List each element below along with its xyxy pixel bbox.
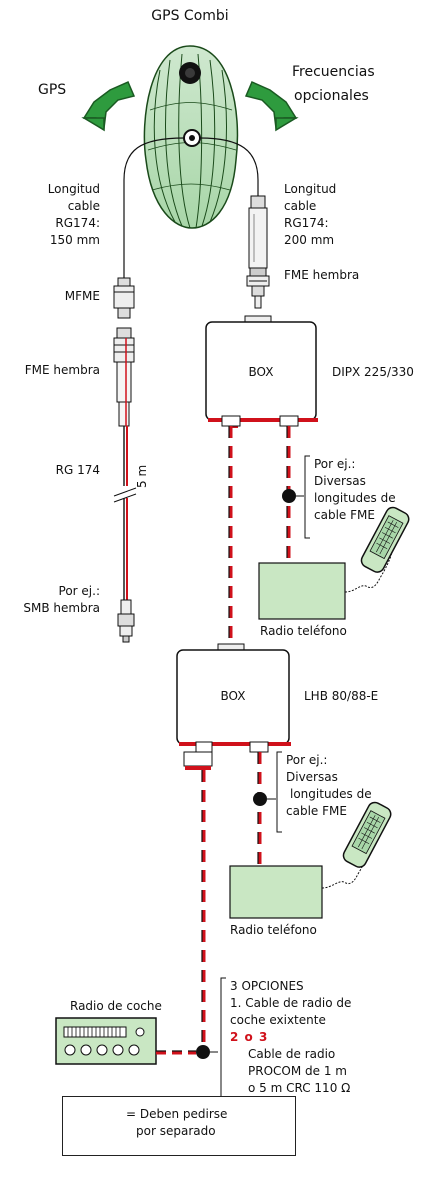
options-l1: 3 OPCIONES — [230, 979, 304, 993]
options-l6: PROCOM de 1 m — [248, 1064, 347, 1078]
box1-note-l1: Por ej.: — [314, 457, 356, 471]
options-l3: coche exixtente — [230, 1013, 326, 1027]
box1-label: BOX — [248, 365, 274, 379]
left-length-l1: Longitud — [47, 182, 100, 196]
radio-telefono-2 — [229, 865, 323, 919]
rg174-label: RG 174 — [55, 463, 100, 477]
right-fme-connector — [246, 195, 270, 309]
right-length-l2: cable — [284, 199, 317, 213]
telephone-handset-icon — [360, 506, 410, 573]
diagram-title: GPS Combi — [151, 8, 229, 24]
legend-box — [62, 1096, 296, 1156]
right-length-l1: Longitud — [284, 182, 337, 196]
smb-l1: Por ej.: — [58, 584, 100, 598]
box2-label: BOX — [220, 689, 246, 703]
box2-note-l4: cable FME — [286, 804, 347, 818]
frequencies-label-1: Frecuencias — [292, 64, 375, 80]
mfme-label: MFME — [64, 289, 100, 303]
box1-note-l3: longitudes de — [314, 491, 396, 505]
box2-radio-label: Radio teléfono — [230, 923, 317, 937]
options-l2: 1. Cable de radio de — [230, 996, 352, 1010]
legend-l2: por separado — [136, 1124, 216, 1138]
smb-l2: SMB hembra — [23, 601, 100, 615]
left-length-l4: 150 mm — [49, 233, 100, 247]
box2-note-l1: Por ej.: — [286, 753, 328, 767]
left-length-l3: RG174: — [55, 216, 100, 230]
left-short-cable — [123, 137, 185, 280]
box-lhb — [176, 643, 291, 770]
gps-label: GPS — [38, 82, 67, 98]
options-l5: Cable de radio — [248, 1047, 336, 1061]
left-fme-label: FME hembra — [24, 363, 100, 377]
radio-telefono-1 — [258, 562, 346, 620]
options-l7: o 5 m CRC 110 Ω — [248, 1081, 351, 1095]
rg174-cable — [113, 327, 137, 643]
box1-note-l4: cable FME — [314, 508, 375, 522]
box2-note-l2: Diversas — [286, 770, 338, 784]
box2-model: LHB 80/88-E — [304, 689, 379, 703]
mfme-connector — [113, 277, 135, 319]
right-short-cable — [199, 137, 259, 196]
gps-combi-antenna — [143, 45, 239, 229]
right-length-l4: 200 mm — [284, 233, 335, 247]
frequencies-label-2: opcionales — [294, 88, 369, 104]
box1-radio-label: Radio teléfono — [260, 624, 347, 638]
gps-arrow-icon — [81, 81, 136, 132]
car-radio — [55, 1017, 157, 1065]
box2-note-l3: longitudes de — [290, 787, 372, 801]
box1-note-l2: Diversas — [314, 474, 366, 488]
legend-l1: = Deben pedirse — [126, 1107, 228, 1121]
car-radio-label: Radio de coche — [70, 999, 162, 1013]
box1-model: DIPX 225/330 — [332, 365, 414, 379]
options-l4: 2 o 3 — [230, 1030, 269, 1044]
telephone-handset-icon — [342, 801, 392, 868]
left-length-l2: cable — [67, 199, 100, 213]
right-length-l3: RG174: — [284, 216, 329, 230]
box-dipx — [205, 315, 318, 428]
cable-length-label: 5 m — [135, 464, 149, 488]
right-fme-label: FME hembra — [284, 268, 360, 282]
frequencies-arrow-icon — [244, 81, 299, 132]
